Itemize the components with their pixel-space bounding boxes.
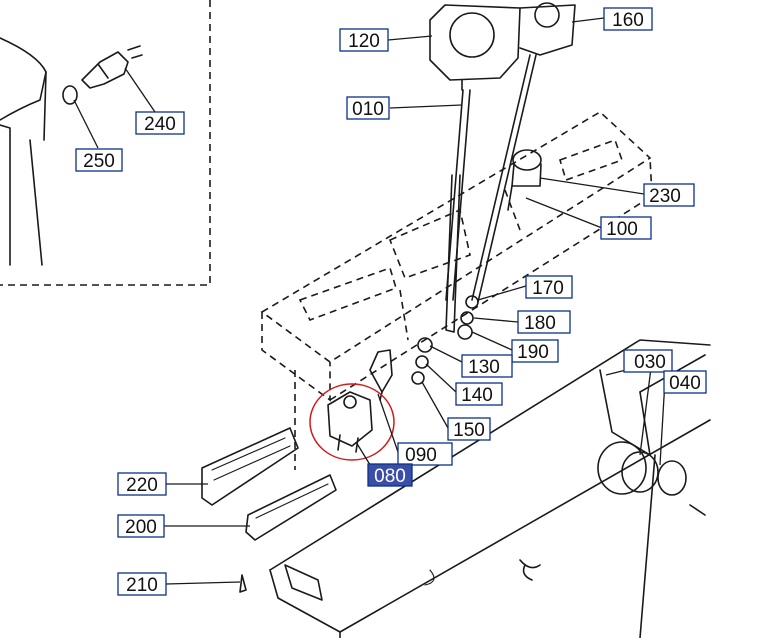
svg-text:220: 220	[126, 475, 158, 496]
label-120[interactable]: 120	[339, 28, 389, 52]
label-200[interactable]: 200	[117, 514, 165, 538]
gauge-120-part	[429, 4, 521, 91]
svg-text:150: 150	[453, 420, 485, 441]
rod-part-edge	[477, 54, 537, 303]
highlight-circle	[309, 383, 395, 461]
rod-part	[471, 54, 531, 301]
spring-140-part	[415, 355, 429, 369]
pin-190-part	[457, 324, 473, 340]
gauge-160-part	[519, 2, 576, 56]
svg-text:140: 140	[461, 385, 493, 406]
label-250[interactable]: 250	[75, 148, 123, 172]
switch-240-part	[81, 45, 143, 89]
cover-200-part	[245, 474, 337, 541]
inset-detail	[0, 0, 211, 286]
label-190[interactable]: 190	[511, 339, 559, 363]
label-010[interactable]: 010	[346, 96, 390, 120]
label-240[interactable]: 240	[135, 111, 185, 135]
washer-130-part	[417, 337, 433, 353]
label-230[interactable]: 230	[643, 183, 695, 207]
svg-text:210: 210	[126, 575, 158, 596]
svg-text:190: 190	[517, 342, 549, 363]
cover-220-part	[201, 427, 299, 506]
svg-text:230: 230	[649, 186, 681, 207]
washer-170-part	[465, 295, 479, 309]
label-220[interactable]: 220	[117, 472, 167, 496]
svg-text:250: 250	[83, 151, 115, 172]
svg-text:200: 200	[125, 517, 157, 538]
svg-text:130: 130	[468, 357, 500, 378]
label-170[interactable]: 170	[525, 275, 573, 299]
svg-text:080: 080	[374, 466, 406, 487]
label-180[interactable]: 180	[517, 310, 571, 334]
svg-text:160: 160	[612, 10, 644, 31]
label-040[interactable]: 040	[663, 370, 707, 394]
svg-text:180: 180	[524, 313, 556, 334]
leader-lines	[73, 17, 666, 585]
svg-text:100: 100	[606, 219, 638, 240]
washer-250-part	[62, 85, 78, 105]
screw-210-part	[239, 574, 247, 593]
clip-180-part	[460, 311, 474, 325]
upper-console	[260, 111, 653, 470]
label-100[interactable]: 100	[600, 216, 652, 240]
label-090[interactable]: 090	[397, 442, 453, 466]
label-130[interactable]: 130	[461, 354, 513, 378]
nut-150-part	[411, 371, 425, 385]
svg-text:240: 240	[144, 114, 176, 135]
svg-text:030: 030	[634, 352, 666, 373]
label-150[interactable]: 150	[447, 417, 491, 441]
label-080[interactable]: 080	[367, 463, 413, 487]
label-210[interactable]: 210	[117, 572, 167, 596]
label-160[interactable]: 160	[603, 7, 653, 31]
switch-080-part	[327, 391, 373, 453]
lever-010-part	[445, 89, 471, 333]
svg-text:120: 120	[348, 31, 380, 52]
svg-text:090: 090	[405, 445, 437, 466]
svg-text:170: 170	[532, 278, 564, 299]
label-030[interactable]: 030	[623, 349, 673, 373]
svg-text:010: 010	[352, 99, 384, 120]
switch-090-part	[369, 349, 393, 401]
svg-text:040: 040	[669, 373, 701, 394]
knob-230-part	[507, 149, 542, 211]
label-140[interactable]: 140	[455, 382, 503, 406]
